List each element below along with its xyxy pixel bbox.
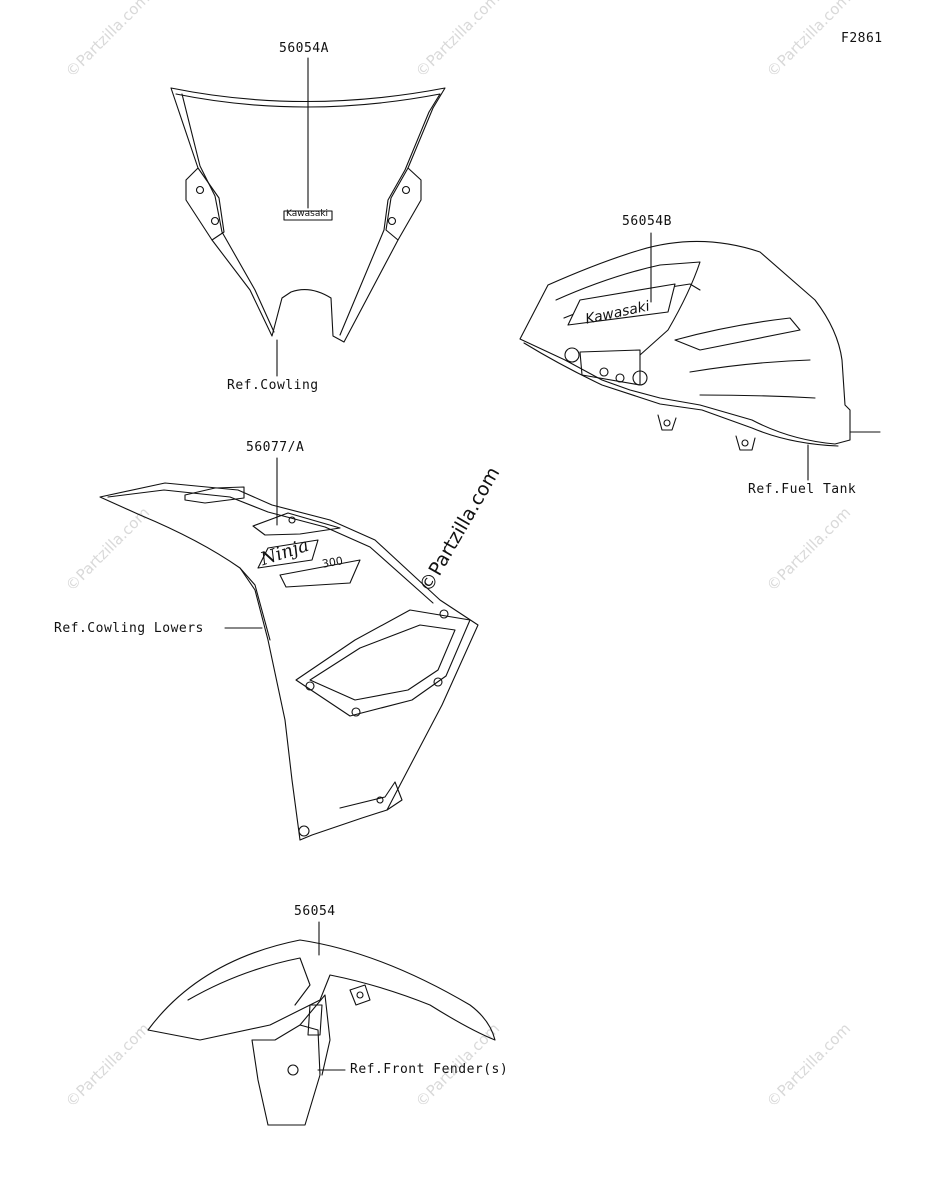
part-number-56054[interactable]: 56054: [294, 904, 336, 919]
part-number-56077A[interactable]: 56077/A: [246, 440, 305, 455]
ref-front-fender-label[interactable]: Ref.Front Fender(s): [350, 1062, 509, 1077]
ref-fuel-tank-label[interactable]: Ref.Fuel Tank: [748, 482, 857, 497]
windscreen-drawing: [170, 87, 446, 343]
figure-id: F2861: [841, 31, 883, 46]
ref-cowling-label[interactable]: Ref.Cowling: [227, 378, 319, 393]
cowling-lowers-drawing: [99, 482, 479, 841]
part-number-56054A[interactable]: 56054A: [279, 41, 329, 56]
front-fender-drawing: [147, 939, 496, 1126]
tank-decal: [567, 283, 676, 326]
windscreen-decal-text: Kawasaki: [286, 209, 329, 219]
ninja-decal: [257, 539, 319, 569]
ref-cowling-lowers-label[interactable]: Ref.Cowling Lowers: [54, 621, 204, 636]
windscreen-decal: [283, 210, 333, 221]
part-number-56054B[interactable]: 56054B: [622, 214, 672, 229]
fuel-tank-drawing: [519, 240, 881, 451]
